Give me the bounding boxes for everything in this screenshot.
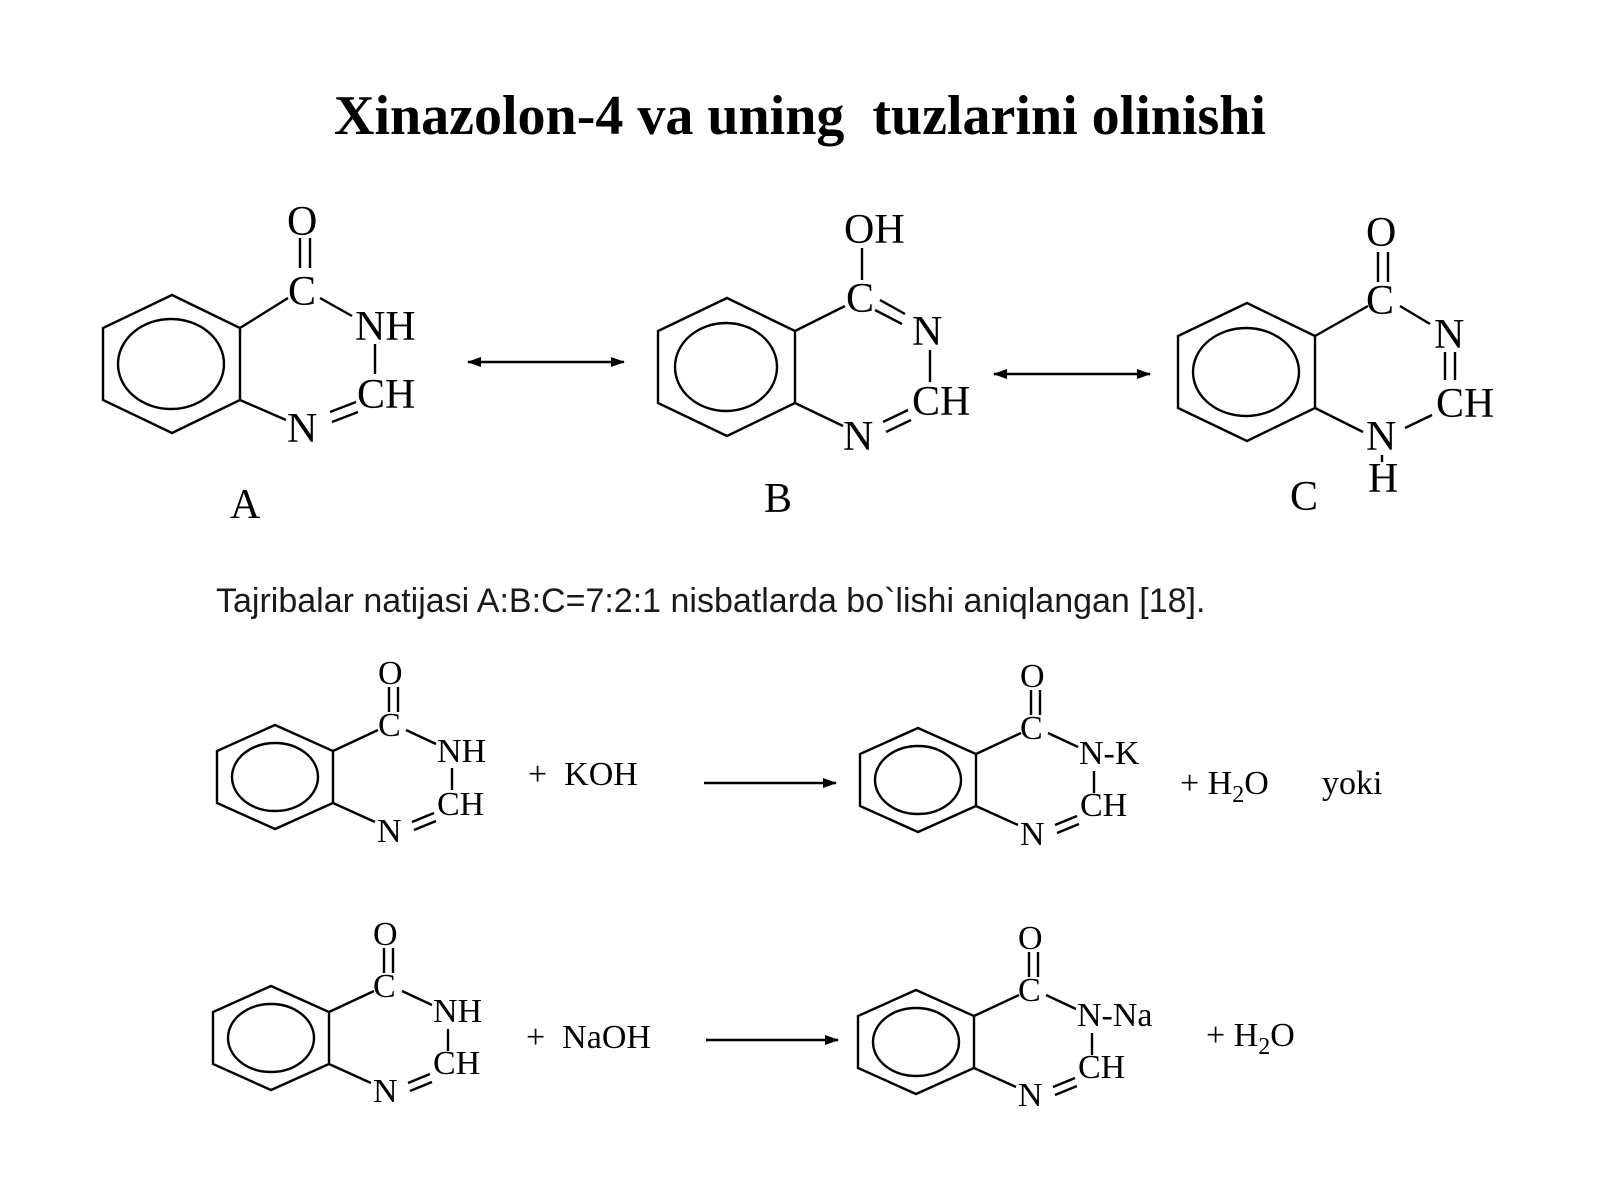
reactant-quinazolinone: O C NH CH N	[215, 655, 486, 850]
atom-carbon: C	[373, 968, 396, 1005]
benzene-ring	[101, 293, 242, 435]
byproduct-water: + H2O	[1180, 765, 1269, 808]
atom-nh: NH	[433, 993, 482, 1030]
tautomer-b: OH C N CH N B	[656, 207, 970, 522]
atom-ch: CH	[437, 786, 484, 823]
aromatic-circle	[873, 744, 963, 816]
atom-carbon: C	[288, 269, 316, 315]
benzene-ring	[656, 296, 797, 438]
aromatic-circle	[871, 1006, 961, 1078]
benzene-ring	[1176, 301, 1317, 443]
atom-ch: CH	[433, 1045, 480, 1082]
atom-oxygen: O	[378, 655, 403, 692]
aromatic-circle	[230, 741, 320, 813]
tautomer-c: O C N CH N H C	[1176, 210, 1494, 520]
tautomer-label-a: A	[230, 482, 261, 528]
atom-ch: CH	[1436, 381, 1494, 427]
benzene-ring	[858, 726, 978, 834]
atom-nitrogen: N	[1018, 1077, 1043, 1114]
reactant-quinazolinone: O C NH CH N	[211, 916, 482, 1110]
atom-nitrogen-1: N	[843, 414, 873, 460]
atom-nh: NH	[437, 733, 486, 770]
reagent-koh: + KOH	[528, 756, 638, 793]
atom-nitrogen: N	[377, 813, 402, 850]
atom-oxygen: O	[1018, 920, 1043, 957]
atom-n-potassium: N-K	[1079, 735, 1140, 772]
atom-ch: CH	[357, 372, 415, 418]
benzene-ring	[856, 988, 976, 1096]
atom-n-sodium: N-Na	[1077, 997, 1153, 1034]
byproduct-water: + H2O	[1206, 1017, 1295, 1060]
atom-ch: CH	[1078, 1049, 1125, 1086]
page-title: Xinazolon-4 va uning tuzlarini olinishi	[334, 85, 1266, 147]
atom-oxygen: O	[373, 916, 398, 953]
experiment-result-text: Tajribalar natijasi A:B:C=7:2:1 nisbatla…	[216, 582, 1206, 620]
atom-hydrogen: H	[1368, 456, 1398, 502]
aromatic-circle	[1191, 326, 1301, 418]
atom-nh: NH	[355, 304, 416, 350]
atom-nitrogen: N	[373, 1073, 398, 1110]
aromatic-circle	[116, 317, 226, 411]
atom-carbon: C	[846, 276, 874, 322]
aromatic-circle	[673, 321, 779, 413]
atom-ch: CH	[1080, 787, 1127, 824]
atom-nitrogen-3: N	[912, 309, 942, 355]
atom-carbon: C	[378, 707, 401, 744]
atom-oxygen: O	[1020, 658, 1045, 695]
product-sodium-salt: O C N-Na CH N	[856, 920, 1153, 1114]
benzene-ring	[211, 984, 331, 1092]
aromatic-circle	[226, 1002, 316, 1074]
atom-carbon: C	[1018, 972, 1041, 1009]
conjunction-yoki: yoki	[1322, 765, 1382, 802]
reaction-naoh: O C NH CH N + NaOH O C N-Na CH N + H2O	[211, 916, 1295, 1114]
atom-oxygen: O	[287, 199, 317, 245]
tautomer-a: O C NH CH N A	[101, 199, 416, 528]
atom-nitrogen: N	[1020, 816, 1045, 853]
atom-carbon: C	[1020, 710, 1043, 747]
reagent-naoh: + NaOH	[526, 1019, 651, 1056]
tautomer-label-c: C	[1290, 474, 1318, 520]
tautomer-label-b: B	[764, 476, 792, 522]
product-potassium-salt: O C N-K CH N	[858, 658, 1140, 853]
atom-ch: CH	[912, 379, 970, 425]
atom-nitrogen-1: N	[1366, 414, 1396, 460]
atom-carbon: C	[1366, 278, 1394, 324]
benzene-ring	[215, 723, 335, 831]
atom-oxygen: O	[1366, 210, 1396, 256]
atom-nitrogen-3: N	[1434, 312, 1464, 358]
reaction-koh: O C NH CH N + KOH O C N-K CH N + H2O yok…	[215, 655, 1382, 853]
atom-nitrogen: N	[287, 406, 317, 452]
atom-hydroxyl: OH	[844, 207, 905, 253]
